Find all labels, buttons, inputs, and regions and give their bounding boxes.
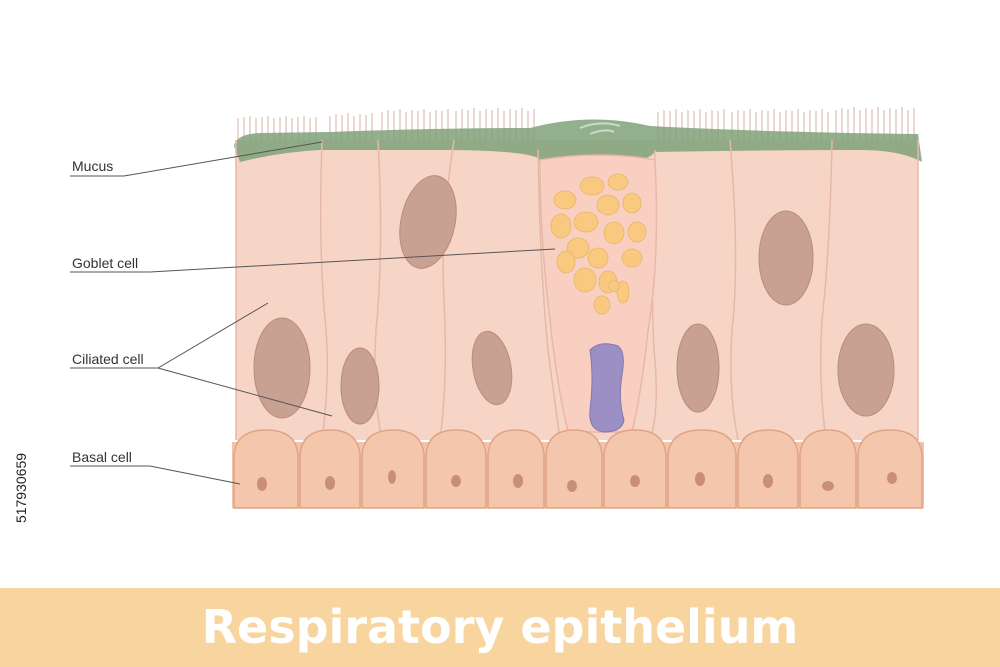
- mucus-granules: [550, 173, 647, 315]
- ciliated-cell-label: Ciliated cell: [72, 351, 144, 367]
- mucus-leader: [70, 141, 323, 177]
- basal-leader: [70, 465, 241, 485]
- stock-id: 517930659: [13, 452, 29, 524]
- goblet-leader: [70, 248, 556, 273]
- basal-nuclei: [257, 470, 897, 492]
- mucus-highlight: [579, 122, 621, 135]
- goblet-nucleus: [589, 343, 625, 433]
- basal-cells: [233, 429, 923, 509]
- mucus-layer: [234, 119, 922, 173]
- leader-lines: [70, 141, 556, 485]
- diagram-title: Respiratory epithelium: [201, 600, 799, 654]
- title-band: Respiratory epithelium: [0, 588, 1000, 667]
- goblet-cell-label: Goblet cell: [72, 255, 139, 271]
- ciliated-nuclei: [253, 175, 895, 425]
- basal-cell-label: Basal cell: [72, 449, 132, 465]
- ciliated-leader-2: [157, 367, 333, 417]
- cilia: [237, 107, 915, 140]
- mucus-label: Mucus: [72, 158, 114, 174]
